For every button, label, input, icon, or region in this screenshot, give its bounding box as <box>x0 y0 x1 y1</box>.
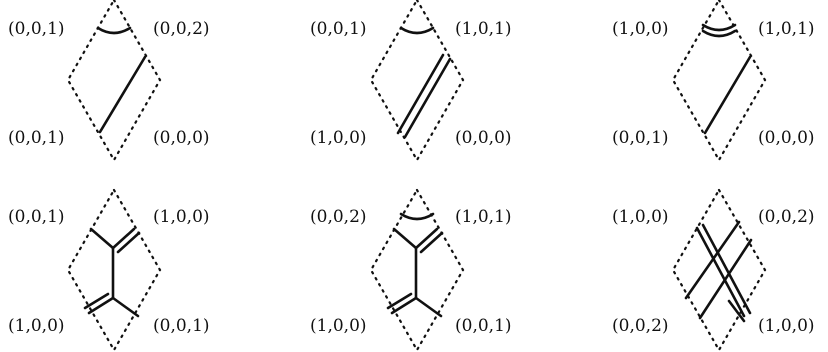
panel-r1c2: (0,0,1) (1,0,1) (1,0,0) (0,0,0) <box>310 0 512 163</box>
label-bottom-right: (0,0,0) <box>758 128 815 148</box>
cap-arc <box>701 29 737 38</box>
panel-r1c1: (0,0,1) (0,0,2) (0,0,1) (0,0,0) <box>8 0 210 163</box>
strand <box>386 292 413 310</box>
label-bottom-left: (1,0,0) <box>310 316 367 336</box>
strand <box>98 55 147 134</box>
rhombus-outline <box>66 0 162 163</box>
strand <box>414 227 439 250</box>
label-bottom-right: (0,0,0) <box>153 128 210 148</box>
label-top-right: (1,0,0) <box>153 207 210 227</box>
label-top-right: (1,0,1) <box>455 207 512 227</box>
rhombus-outline <box>369 187 465 352</box>
label-top-left: (0,0,1) <box>310 19 367 39</box>
label-top-left: (1,0,0) <box>612 19 669 39</box>
label-bottom-right: (0,0,0) <box>455 128 512 148</box>
rhombus-outline <box>671 187 767 352</box>
cap-arc <box>701 23 737 32</box>
strand <box>89 227 115 250</box>
rhombus-outline <box>671 0 767 163</box>
strand <box>116 231 141 254</box>
label-bottom-left: (0,0,1) <box>612 128 669 148</box>
strand <box>695 226 746 318</box>
label-top-left: (0,0,1) <box>8 19 65 39</box>
label-bottom-left: (1,0,0) <box>8 316 65 336</box>
strand <box>111 296 140 318</box>
strand <box>390 296 418 315</box>
strand <box>392 227 418 250</box>
cap-arc <box>399 212 435 221</box>
strand <box>403 57 452 139</box>
cap-arc <box>399 26 435 35</box>
strand <box>727 299 746 323</box>
label-top-right: (1,0,1) <box>758 19 815 39</box>
strand <box>111 227 136 250</box>
label-bottom-right: (1,0,0) <box>758 316 815 336</box>
strand <box>83 292 110 310</box>
label-bottom-left: (1,0,0) <box>310 128 367 148</box>
strand <box>87 296 115 315</box>
strand <box>419 231 444 254</box>
label-bottom-left: (0,0,1) <box>8 128 65 148</box>
label-top-left: (0,0,2) <box>310 207 367 227</box>
strand <box>698 238 753 320</box>
panel-r2c2: (0,0,2) (1,0,1) (1,0,0) (0,0,1) <box>310 187 512 352</box>
label-bottom-right: (0,0,1) <box>455 316 512 336</box>
rhombus-outline <box>369 0 465 163</box>
strand <box>396 53 445 135</box>
strand <box>414 296 443 318</box>
label-top-right: (0,0,2) <box>758 207 815 227</box>
strand <box>701 223 752 315</box>
rhombus-outline <box>66 187 162 352</box>
label-top-left: (1,0,0) <box>612 207 669 227</box>
panel-r2c3: (1,0,0) (0,0,2) (0,0,2) (1,0,0) <box>612 187 815 352</box>
label-bottom-left: (0,0,2) <box>612 316 669 336</box>
strand <box>703 55 752 135</box>
label-top-right: (1,0,1) <box>455 19 512 39</box>
panel-r2c1: (0,0,1) (1,0,0) (1,0,0) (0,0,1) <box>8 187 210 352</box>
strand <box>684 220 741 300</box>
cap-arc <box>96 26 132 35</box>
label-top-right: (0,0,2) <box>153 19 210 39</box>
panel-r1c3: (1,0,0) (1,0,1) (0,0,1) (0,0,0) <box>612 0 815 163</box>
label-top-left: (0,0,1) <box>8 207 65 227</box>
label-bottom-right: (0,0,1) <box>153 316 210 336</box>
